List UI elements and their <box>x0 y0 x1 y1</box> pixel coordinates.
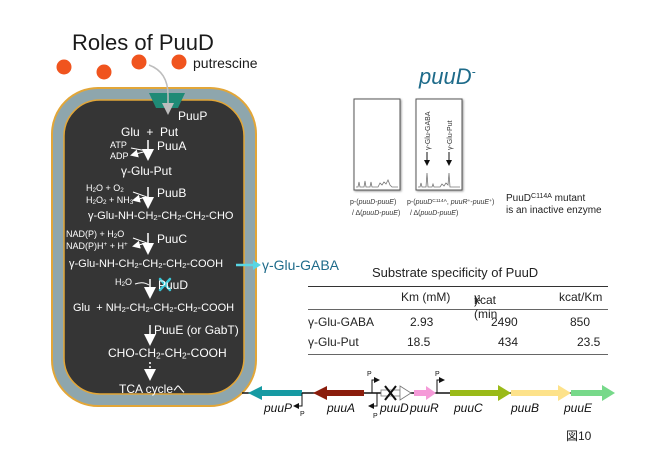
disruption-x-icon <box>384 385 397 401</box>
gene-label-puuR: puuR <box>410 401 439 415</box>
figure-label: 図10 <box>566 429 592 443</box>
gene-arrow-puuE <box>571 385 615 401</box>
putrescine-label: putrescine <box>193 55 258 71</box>
table-top-rule <box>308 286 608 287</box>
promoter-puuA-rev <box>368 393 378 409</box>
kinetics-table: Km (mM) kcat (min-1) kcat/Km γ-Glu-GABA … <box>308 286 608 355</box>
block-x-icon <box>158 277 172 292</box>
table-header-row: Km (mM) kcat (min-1) kcat/Km <box>401 290 603 321</box>
promoter-puuD <box>371 377 380 393</box>
mutant-note: PuuDC114A mutant is an inactive enzyme <box>506 193 602 217</box>
diagram-title: Roles of PuuD <box>72 30 214 55</box>
exported-gaba-label: γ-Glu-GABA <box>262 257 340 273</box>
product-ssa: CHO-CH2-CH2-COOH <box>108 346 227 361</box>
cofactor-in-puuc: NAD(P) + H2O <box>66 229 125 240</box>
gene-label-puuA: puuA <box>327 401 356 415</box>
cofactor-out-puuc: NAD(P)H+ + H+ <box>66 241 128 251</box>
enzyme-puud: PuuD <box>158 278 189 292</box>
promoter-label: P <box>435 371 440 378</box>
gene-arrow-puuA <box>313 386 364 400</box>
product-glu-put: γ-Glu-Put <box>121 164 172 178</box>
gene-arrow-puuR <box>414 386 436 400</box>
product-glu-gaba-split: Glu + NH2-CH2-CH2-CH2-COOH <box>73 302 235 315</box>
table-row: γ-Glu-Put 18.5 434 23.5 <box>308 335 601 349</box>
table-mid-rule <box>308 309 608 310</box>
cofactor-arrow-puua <box>130 147 148 158</box>
gene-label-puuP: puuP <box>264 401 293 415</box>
header-km: Km (mM) <box>401 290 451 304</box>
promoter-label: P <box>367 371 372 378</box>
cofactor-out-puua: ADP <box>110 151 129 161</box>
enzyme-puuc: PuuC <box>157 232 188 246</box>
chromatogram-1-caption-line1: p-(puuD-puuE) <box>350 199 397 206</box>
promoter-puuP <box>293 393 303 409</box>
promoter-puuC <box>436 377 445 393</box>
table-title: Substrate specificity of PuuD <box>372 265 539 280</box>
putrescine-dot <box>171 54 187 70</box>
gene-label-puuD: puuD <box>380 401 409 415</box>
chromatogram-1-caption-line2: / Δ(puuD-puuE) <box>352 210 401 217</box>
enzyme-puub: PuuB <box>157 186 187 200</box>
cofactor-arrow-puuc <box>132 237 149 249</box>
enzyme-puua: PuuA <box>157 139 187 153</box>
chromatogram-2-trace <box>418 172 460 188</box>
operon-map: P P P P <box>242 371 615 420</box>
cofactor-arrow-puub <box>132 191 149 203</box>
mutant-panel-title: puuD- <box>419 64 476 89</box>
chromatogram-1 <box>353 98 401 191</box>
peak-label-gaba: γ-Glu-GABA <box>425 111 432 150</box>
import-arrow <box>148 64 174 115</box>
chromatograms: γ-Glu-GABA γ-Glu-Put <box>353 98 463 191</box>
substrate-glu-put: Glu + Put <box>121 125 179 139</box>
product-aldehyde: γ-Glu-NH-CH2-CH2-CH2-CHO <box>88 210 234 223</box>
chromatogram-1-trace <box>356 179 398 188</box>
product-tca: TCA cycleへ <box>119 382 186 396</box>
gene-arrow-puuC <box>450 385 511 401</box>
gene-label-puuC: puuC <box>454 401 483 415</box>
peak-label-put: γ-Glu-Put <box>447 120 454 150</box>
product-glu-gaba: γ-Glu-NH-CH2-CH2-CH2-COOH <box>69 258 224 271</box>
cofactor-in-puub: H2O + O2 <box>86 183 124 194</box>
gene-label-puuE: puuE <box>564 401 593 415</box>
putrescine-dot <box>56 59 72 75</box>
cofactor-in-puud: H2O <box>115 277 133 288</box>
enzyme-puue: PuuE (or GabT) <box>154 323 239 337</box>
chromatogram-2 <box>415 98 463 191</box>
promoter-label: P <box>373 413 378 420</box>
table-row: γ-Glu-GABA 2.93 2490 850 <box>308 315 591 329</box>
chromatogram-2-caption-line1: p-(puuDC114A, puuR+-puuE+) <box>407 199 495 207</box>
chromatogram-2-caption-line2: / Δ(puuD-puuE) <box>410 210 459 217</box>
putrescine-dot <box>131 54 147 70</box>
cofactor-in-puua: ATP <box>110 140 127 150</box>
transporter-label: PuuP <box>178 109 208 123</box>
putrescine-dot <box>96 64 112 80</box>
cofactor-out-puub: H2O2 + NH3 <box>86 195 134 206</box>
transporter-puup <box>149 93 185 108</box>
table-bottom-rule <box>308 354 608 355</box>
header-ratio: kcat/Km <box>559 290 603 304</box>
gene-label-puuB: puuB <box>511 401 540 415</box>
promoter-label: P <box>300 411 305 418</box>
gene-arrow-puuP <box>248 386 302 400</box>
cofactor-arrow-puud <box>134 282 150 286</box>
gene-arrow-puuB <box>511 385 571 401</box>
